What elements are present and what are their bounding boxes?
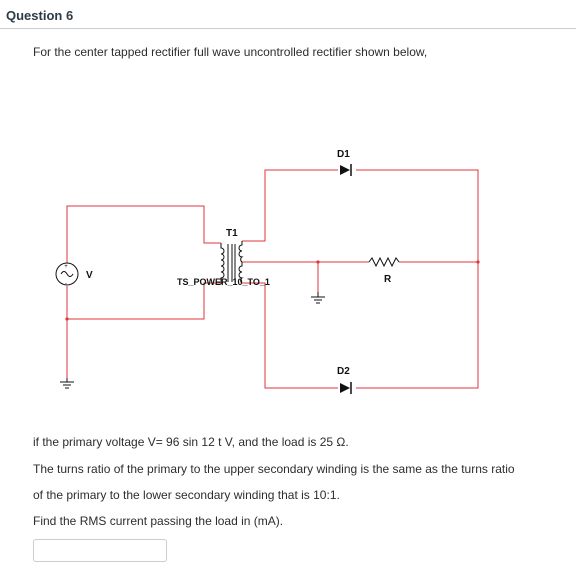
question-line-2: The turns ratio of the primary to the up… [33,462,515,476]
question-title: Question 6 [6,8,74,23]
answer-input[interactable] [33,539,167,562]
transformer-model-label: TS_POWER_10_TO_1 [177,277,270,287]
source-label: V [86,270,93,281]
resistor-label: R [384,274,392,285]
diode-d2-label: D2 [337,366,350,377]
diode-d2 [340,382,352,394]
question-line-1: if the primary voltage V= 96 sin 12 t V,… [33,435,349,449]
source-plus: + [64,264,68,270]
ac-source-symbol: + - [55,262,79,287]
question-line-4: Find the RMS current passing the load in… [33,514,284,528]
diode-d1-label: D1 [337,149,350,160]
ground-symbol-source [60,378,74,389]
question-intro: For the center tapped rectifier full wav… [33,45,428,59]
junction-dots [65,260,480,321]
circuit-wires [66,169,479,389]
transformer-label: T1 [226,228,238,239]
question-line-3: of the primary to the lower secondary wi… [33,488,340,502]
diode-d1 [340,164,352,176]
transformer-t1 [220,241,244,284]
resistor-r [368,256,400,268]
source-minus: - [65,281,67,287]
ground-symbol-centertap [311,292,325,304]
question-header: Question 6 [0,0,576,29]
